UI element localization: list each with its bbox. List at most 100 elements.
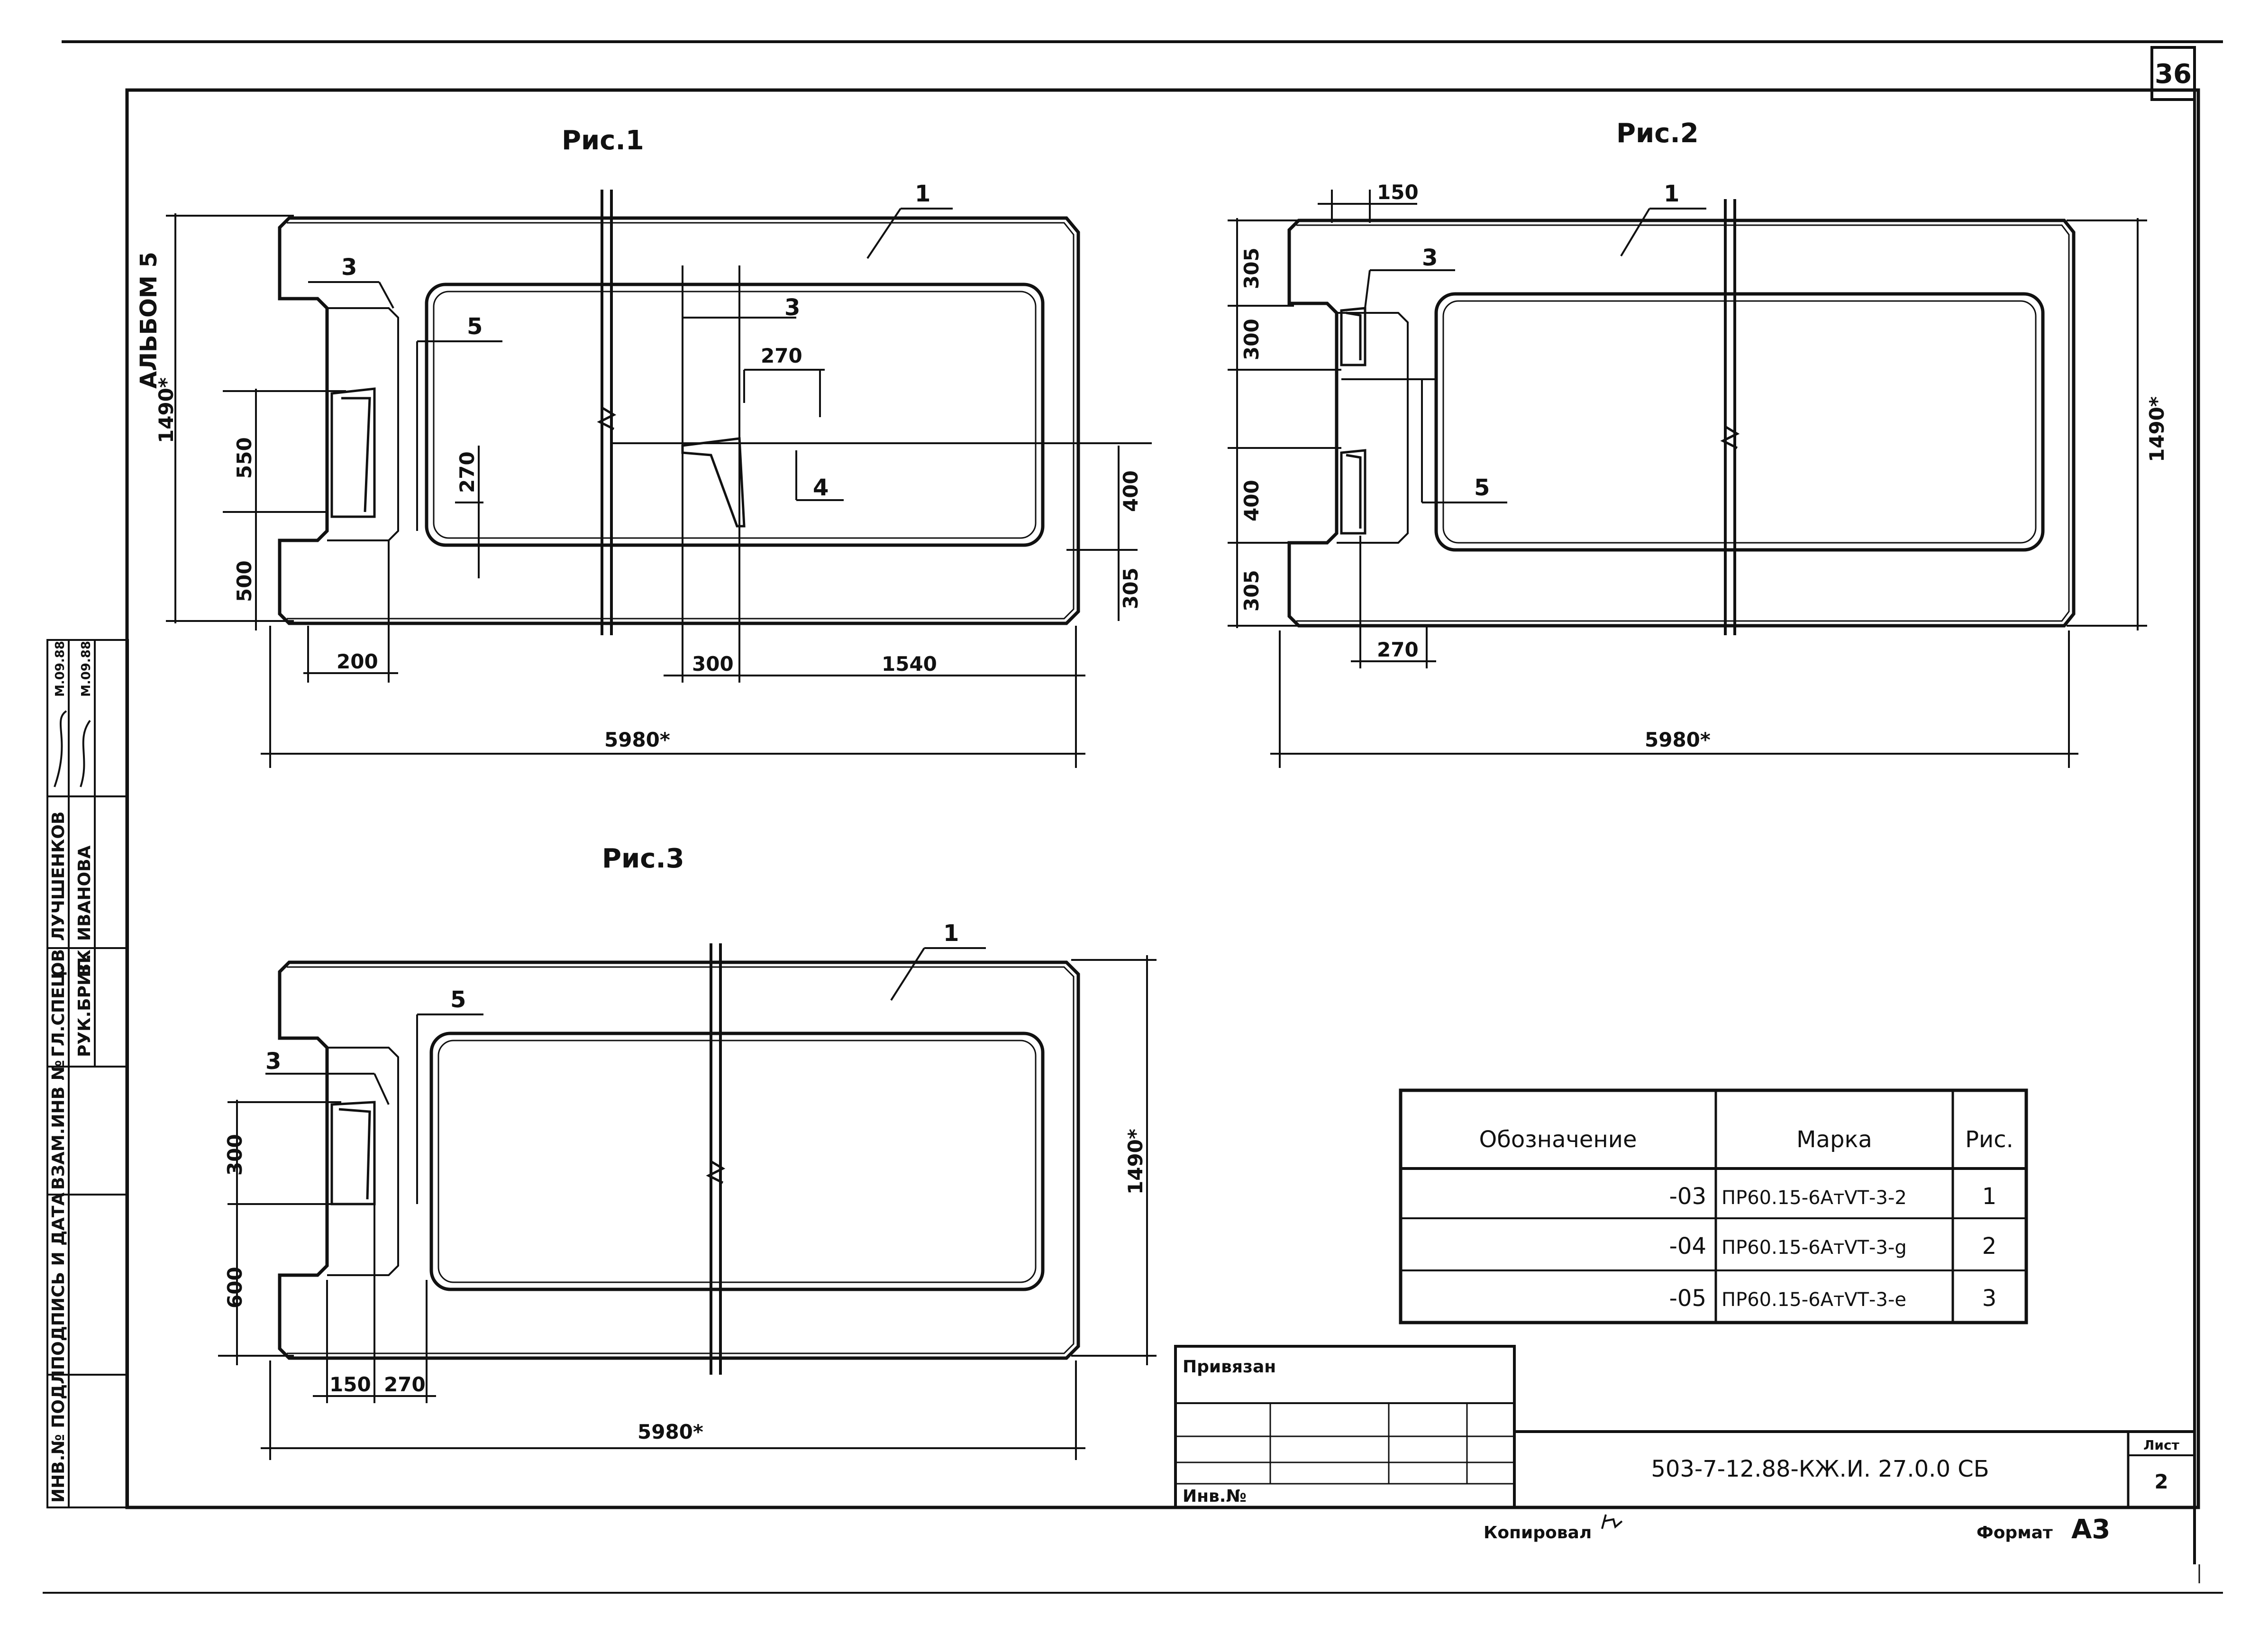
fig3-opening-inner [437, 1040, 1037, 1283]
fig1-label-3b: 3 [784, 294, 800, 321]
fig3-dim-1490: 1490* [1124, 1129, 1147, 1195]
fig2-leader-lines [1364, 208, 1706, 503]
spec-row-2-marka: ПР60.15-6АтⅤТ-3-g [1721, 1237, 1907, 1259]
spec-header-oboznachenie: Обозначение [1479, 1126, 1637, 1153]
fig1-label-4: 4 [813, 475, 829, 501]
fig2-dim-400: 400 [1240, 480, 1263, 521]
stamp-gl-spec: ГЛ.СПЕЦ. [49, 965, 68, 1057]
fig1-panel-inner-edge [287, 222, 1075, 620]
fig2-label-3: 3 [1422, 245, 1438, 271]
fig3-opening [429, 1032, 1045, 1291]
stamp-date-1: М.09.88 [53, 641, 67, 697]
fig2-panel-inner-edge [1296, 224, 2070, 622]
fig1-panel-outline [278, 216, 1080, 625]
stamp-format-label: Формат [1977, 1523, 2053, 1543]
figure-3-title: Рис.3 [602, 843, 684, 874]
stamp-inv-no: Инв.№ [1183, 1487, 1247, 1506]
fig1-label-5: 5 [467, 313, 483, 340]
fig2-embedded-part-bottom [1340, 449, 1366, 535]
fig2-dim-270: 270 [1377, 638, 1419, 661]
stamp-privyazan: Привязан [1183, 1357, 1276, 1377]
fig2-label-5: 5 [1474, 475, 1490, 501]
fig2-embedded-part-top [1340, 307, 1366, 366]
spec-row-1-ris: 1 [1982, 1183, 1997, 1210]
kopiroval-signature [1601, 1514, 1623, 1529]
fig1-dimension-lines [166, 213, 1152, 768]
stamp-ruk-brig-dept: ВК [75, 949, 94, 977]
stamp-podpis-data: ПОДПИСЬ И ДАТА [49, 1192, 68, 1370]
stamp-ruk-brig: РУК.БРИГ. [75, 954, 94, 1057]
fig3-dimension-lines [218, 955, 1157, 1460]
fig1-label-3a: 3 [341, 254, 357, 281]
stamp-date-2: М.09.88 [79, 641, 93, 697]
spec-row-3-marka: ПР60.15-6АтⅤТ-3-е [1721, 1289, 1906, 1311]
fig3-label-3: 3 [265, 1048, 281, 1075]
stamp-inv-podl: ИНВ.№ ПОДЛ. [49, 1363, 68, 1503]
fig3-panel-inner-edge [287, 966, 1075, 1354]
fig1-opening [425, 283, 1045, 547]
stamp-gl-spec-dept: ОВ [49, 949, 68, 977]
fig3-dim-5980: 5980* [638, 1420, 703, 1443]
fig2-break-zigzag [1720, 425, 1740, 449]
spec-row-2-ris: 2 [1982, 1233, 1997, 1260]
fig2-dimension-lines [1228, 190, 2147, 768]
spec-row-1-oboz: -03 [1669, 1183, 1706, 1210]
spec-row-2-oboz: -04 [1669, 1233, 1706, 1260]
fig3-niche [327, 1047, 399, 1276]
figure-2: Рис.2 1 3 5 150 305 300 400 [1228, 118, 2168, 768]
title-block: Привязан Инв.№ Лист 2 503-7-12.88-КЖ.И. … [1174, 1345, 2196, 1545]
fig3-dim-150: 150 [329, 1373, 371, 1396]
fig1-dim-300: 300 [692, 652, 734, 676]
stamp-kopiroval: Копировал [1484, 1523, 1592, 1543]
fig1-dim-270-horiz: 270 [761, 344, 802, 367]
fig2-dim-305-top: 305 [1240, 247, 1263, 289]
fig3-label-5: 5 [450, 986, 466, 1013]
fig2-dim-300: 300 [1240, 319, 1263, 360]
stamp-name-1: ЛУЧШЕНКОВ [49, 812, 68, 941]
spec-table: Обозначение Марка Рис. -03 ПР60.15-6АтⅤТ… [1399, 1088, 2028, 1324]
fig1-leader-lines [308, 208, 953, 531]
fig3-dim-300: 300 [223, 1134, 246, 1176]
fig1-dim-270-vert: 270 [455, 451, 479, 493]
spec-row-3-oboz: -05 [1669, 1285, 1706, 1312]
stamp-doc-code: 503-7-12.88-КЖ.И. 27.0.0 СБ [1651, 1456, 1989, 1482]
fig1-opening-inner [433, 291, 1037, 539]
fig1-niche [327, 307, 399, 541]
fig2-dim-1490: 1490* [2145, 396, 2168, 462]
fig2-opening-inner [1442, 300, 2037, 544]
fig1-dim-500: 500 [233, 560, 256, 602]
fig3-dim-600: 600 [223, 1267, 246, 1308]
fig1-label-1: 1 [915, 181, 930, 207]
fig1-dim-1490: 1490* [155, 377, 178, 443]
fig3-leader-lines [265, 947, 986, 1204]
fig3-panel-outline [278, 960, 1080, 1360]
stamp-list-label: Лист [2143, 1437, 2179, 1453]
fig1-dim-200: 200 [337, 650, 378, 673]
fig2-dim-305-bottom: 305 [1240, 570, 1263, 612]
fig3-label-1: 1 [943, 920, 959, 947]
side-stamp: ГЛ.СПЕЦ. ОВ РУК.БРИГ. ВК ЛУЧШЕНКОВ ИВАНО… [46, 639, 129, 1508]
figure-3: Рис.3 1 5 3 300 600 150 270 1490* 5980* [218, 843, 1157, 1460]
fig3-embedded-part [330, 1101, 376, 1205]
spec-header-marka: Марка [1796, 1126, 1872, 1153]
sheet-number-box: 36 [2150, 46, 2196, 101]
spec-row-3-ris: 3 [1982, 1285, 1997, 1312]
fig2-dim-150: 150 [1377, 181, 1419, 204]
stamp-vzam-inv: ВЗАМ.ИНВ № [49, 1060, 68, 1190]
fig1-dim-305: 305 [1119, 567, 1142, 609]
fig2-label-1: 1 [1664, 181, 1679, 207]
fig1-break-zigzag [597, 406, 617, 430]
sheet-number: 36 [2155, 59, 2192, 90]
stamp-name-2: ИВАНОВА [75, 845, 94, 941]
spec-row-1-marka: ПР60.15-6АтⅤТ-3-2 [1721, 1187, 1907, 1209]
figure-2-title: Рис.2 [1616, 118, 1699, 149]
fig1-dim-550: 550 [233, 437, 256, 479]
spec-header-ris: Рис. [1965, 1126, 2013, 1153]
fig3-dim-270: 270 [384, 1373, 426, 1396]
fig1-embedded-part-left [330, 387, 376, 518]
fig1-dim-1540: 1540 [882, 652, 937, 676]
fig2-niche [1337, 312, 1409, 544]
stamp-format-value: А3 [2071, 1514, 2110, 1545]
signatures [54, 710, 91, 787]
